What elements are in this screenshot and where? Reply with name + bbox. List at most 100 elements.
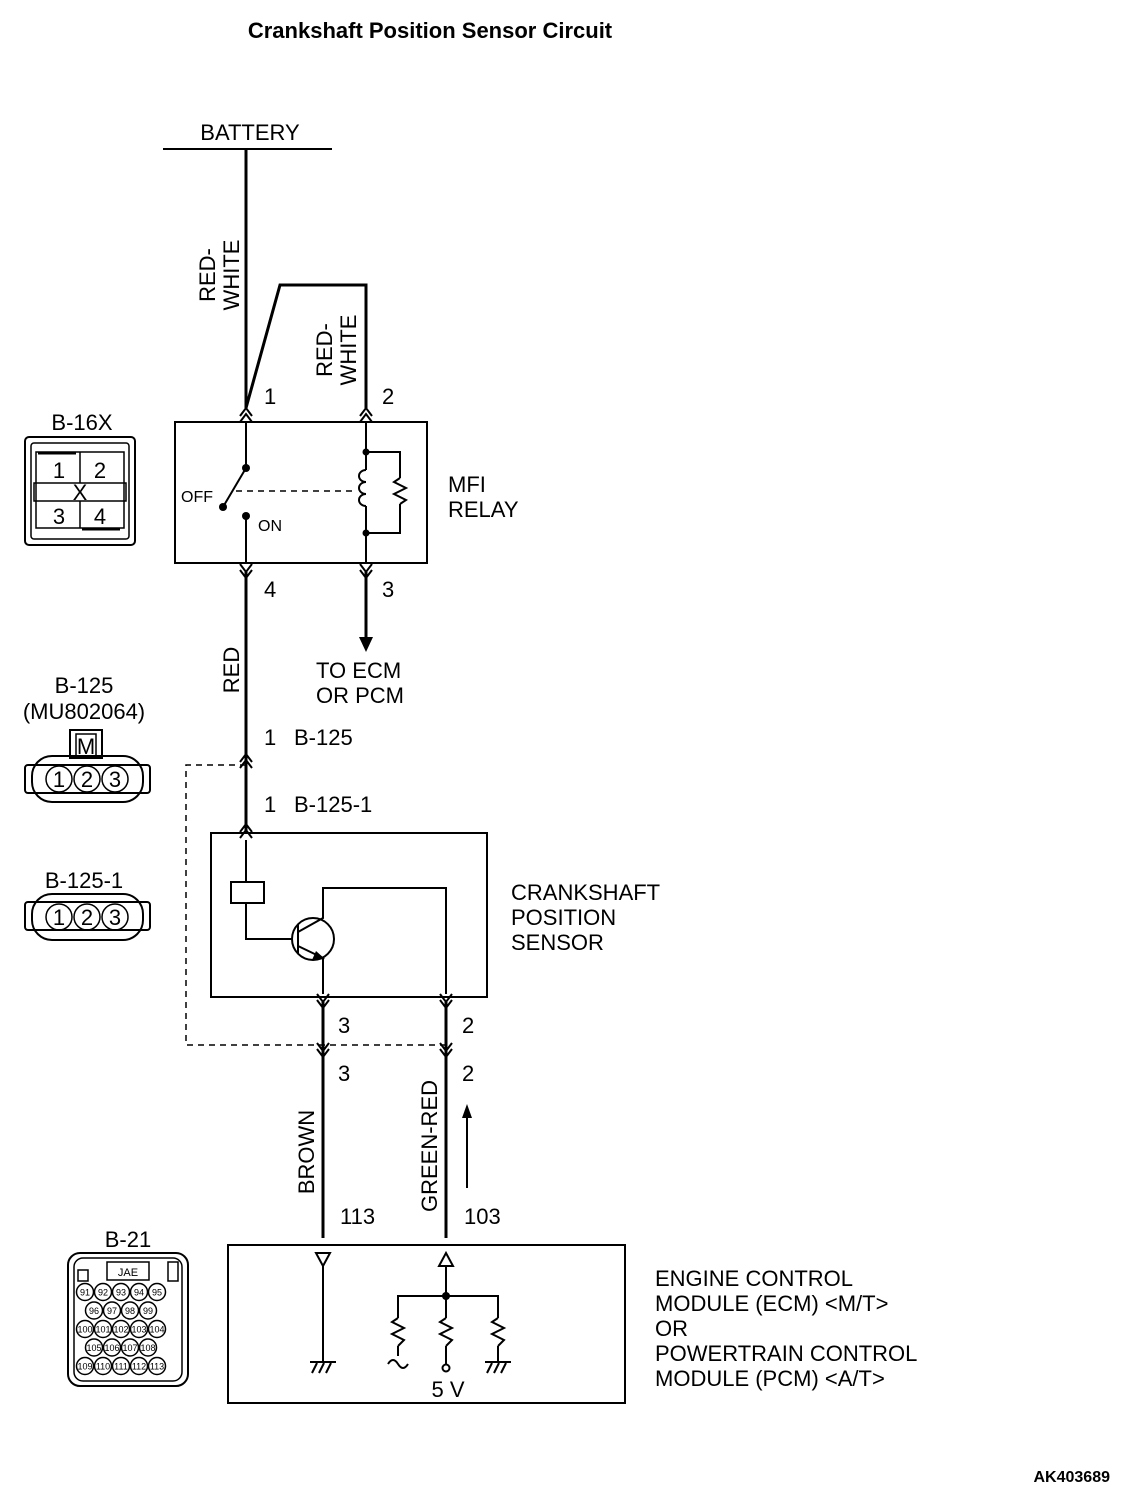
ecm-input-113 xyxy=(314,1252,332,1269)
b21-pin-label: 92 xyxy=(98,1288,108,1298)
wire-label-brown: BROWN xyxy=(294,1110,319,1194)
sensor-pin-3-bottom: 3 xyxy=(338,1061,350,1086)
b21-pin-circle xyxy=(84,1301,104,1320)
connector-b16x-name: B-16X xyxy=(51,410,112,435)
ecm-resistor-left xyxy=(389,1317,407,1347)
svg-text:MODULE (PCM) <A/T>: MODULE (PCM) <A/T> xyxy=(655,1366,885,1391)
ecm-resistor-middle xyxy=(437,1317,455,1347)
wire-label-red: RED xyxy=(219,647,244,693)
crankshaft-sensor-box xyxy=(210,832,488,998)
relay-on-label: ON xyxy=(258,518,282,535)
mfi-relay-box xyxy=(174,421,428,564)
svg-text:2: 2 xyxy=(81,905,93,930)
b21-pin-label: 100 xyxy=(77,1325,92,1335)
b21-pin-label: 98 xyxy=(125,1306,135,1316)
relay-pin-2: 2 xyxy=(382,384,394,409)
b21-pin-label: 93 xyxy=(116,1288,126,1298)
sensor-hall-element xyxy=(230,881,265,904)
b21-pin-label: 95 xyxy=(152,1288,162,1298)
b21-pin-circle xyxy=(147,1356,167,1376)
b21-pin-label: 97 xyxy=(107,1306,117,1316)
svg-text:RED: RED xyxy=(219,647,244,693)
b21-pin-circle xyxy=(129,1356,149,1376)
ecm-ground-right xyxy=(485,1361,511,1374)
battery-label: BATTERY xyxy=(200,120,300,145)
sensor-transistor xyxy=(291,917,335,961)
svg-text:OR PCM: OR PCM xyxy=(316,683,404,708)
b21-pin-circle xyxy=(120,1338,140,1357)
b21-pin-label: 107 xyxy=(122,1343,137,1353)
b21-pin-circle xyxy=(111,1282,131,1302)
b21-pin-circle xyxy=(93,1282,113,1302)
b21-pin-circle xyxy=(138,1301,158,1320)
b21-pin-circle xyxy=(75,1356,95,1376)
b21-pin-circle xyxy=(138,1338,158,1357)
b21-pin-label: 101 xyxy=(95,1325,110,1335)
svg-text:4: 4 xyxy=(94,504,106,529)
connector-b21-name: B-21 xyxy=(105,1227,151,1252)
svg-text:SENSOR: SENSOR xyxy=(511,930,604,955)
sensor-pin-3-top: 3 xyxy=(338,1013,350,1038)
svg-text:3: 3 xyxy=(53,504,65,529)
ecm-ac-symbol xyxy=(387,1359,409,1369)
svg-text:POWERTRAIN CONTROL: POWERTRAIN CONTROL xyxy=(655,1341,917,1366)
shield-dashed-line xyxy=(185,764,446,1046)
svg-text:2: 2 xyxy=(81,767,93,792)
ecm-pin-103: 103 xyxy=(464,1204,501,1229)
svg-text:POSITION: POSITION xyxy=(511,905,616,930)
svg-text:GREEN-RED: GREEN-RED xyxy=(417,1080,442,1212)
wire-label-green-red: GREEN-RED xyxy=(417,1080,442,1212)
svg-text:MODULE (ECM) <M/T>: MODULE (ECM) <M/T> xyxy=(655,1291,888,1316)
relay-switch-pivot xyxy=(219,503,227,511)
b21-pin-label: 110 xyxy=(96,1362,110,1372)
ecm-voltage-label: 5 V xyxy=(431,1377,464,1402)
relay-connector-chevrons xyxy=(239,406,373,580)
svg-text:2: 2 xyxy=(94,458,106,483)
connector-b16x: B-16X 1 2 X 3 4 xyxy=(24,410,136,546)
diagram-title: Crankshaft Position Sensor Circuit xyxy=(248,18,613,43)
ecm-5v-terminal xyxy=(441,1363,451,1373)
b21-pin-circle xyxy=(111,1356,131,1376)
b125-junction-label: B-125 xyxy=(294,725,353,750)
relay-coil xyxy=(358,469,367,507)
svg-text:TO ECM: TO ECM xyxy=(316,658,401,683)
b21-pin-label: 113 xyxy=(150,1362,164,1372)
wire-label-red-white-2: RED- WHITE xyxy=(312,315,361,386)
b21-pin-label: 96 xyxy=(89,1306,99,1316)
svg-text:X: X xyxy=(73,480,88,505)
ecm-ground-113 xyxy=(310,1361,336,1374)
b21-pin-circle xyxy=(120,1301,140,1320)
b21-pin-label: 104 xyxy=(149,1325,164,1335)
svg-text:WHITE: WHITE xyxy=(219,240,244,311)
svg-text:M: M xyxy=(77,734,95,759)
relay-resistor xyxy=(391,477,409,505)
relay-pin-4: 4 xyxy=(264,577,276,602)
svg-text:1: 1 xyxy=(53,905,65,930)
relay-switch-blade xyxy=(222,467,247,508)
mfi-relay-label: MFI RELAY xyxy=(448,472,519,522)
b21-pin-circle xyxy=(75,1319,95,1339)
b21-pin-label: 108 xyxy=(140,1343,155,1353)
svg-text:RED-: RED- xyxy=(312,323,337,377)
b21-pin-label: 91 xyxy=(80,1288,90,1298)
sensor-collector-lead xyxy=(297,887,447,994)
b21-pin-circle xyxy=(93,1356,113,1376)
ecm-label: ENGINE CONTROL MODULE (ECM) <M/T> OR POW… xyxy=(655,1266,917,1391)
crankshaft-sensor-label: CRANKSHAFT POSITION SENSOR xyxy=(511,880,660,955)
svg-text:JAE: JAE xyxy=(118,1267,138,1279)
b125-1-junction-label: B-125-1 xyxy=(294,792,372,817)
svg-text:ENGINE CONTROL: ENGINE CONTROL xyxy=(655,1266,853,1291)
b21-pin-circle xyxy=(129,1282,149,1302)
b21-pin-label: 99 xyxy=(143,1306,153,1316)
connector-b125-name: B-125 xyxy=(55,673,114,698)
b21-pin-circle xyxy=(75,1282,95,1302)
connector-b125-1: B-125-1 1 2 3 xyxy=(24,868,151,941)
b21-pin-label: 112 xyxy=(132,1362,146,1372)
b21-pin-circle xyxy=(102,1301,122,1320)
b21-pin-circle xyxy=(111,1319,131,1339)
to-ecm-arrow xyxy=(359,637,373,652)
b21-pin-circle xyxy=(147,1319,167,1339)
b21-pin-circle xyxy=(147,1282,167,1302)
b21-pin-label: 94 xyxy=(134,1288,144,1298)
svg-text:RELAY: RELAY xyxy=(448,497,519,522)
